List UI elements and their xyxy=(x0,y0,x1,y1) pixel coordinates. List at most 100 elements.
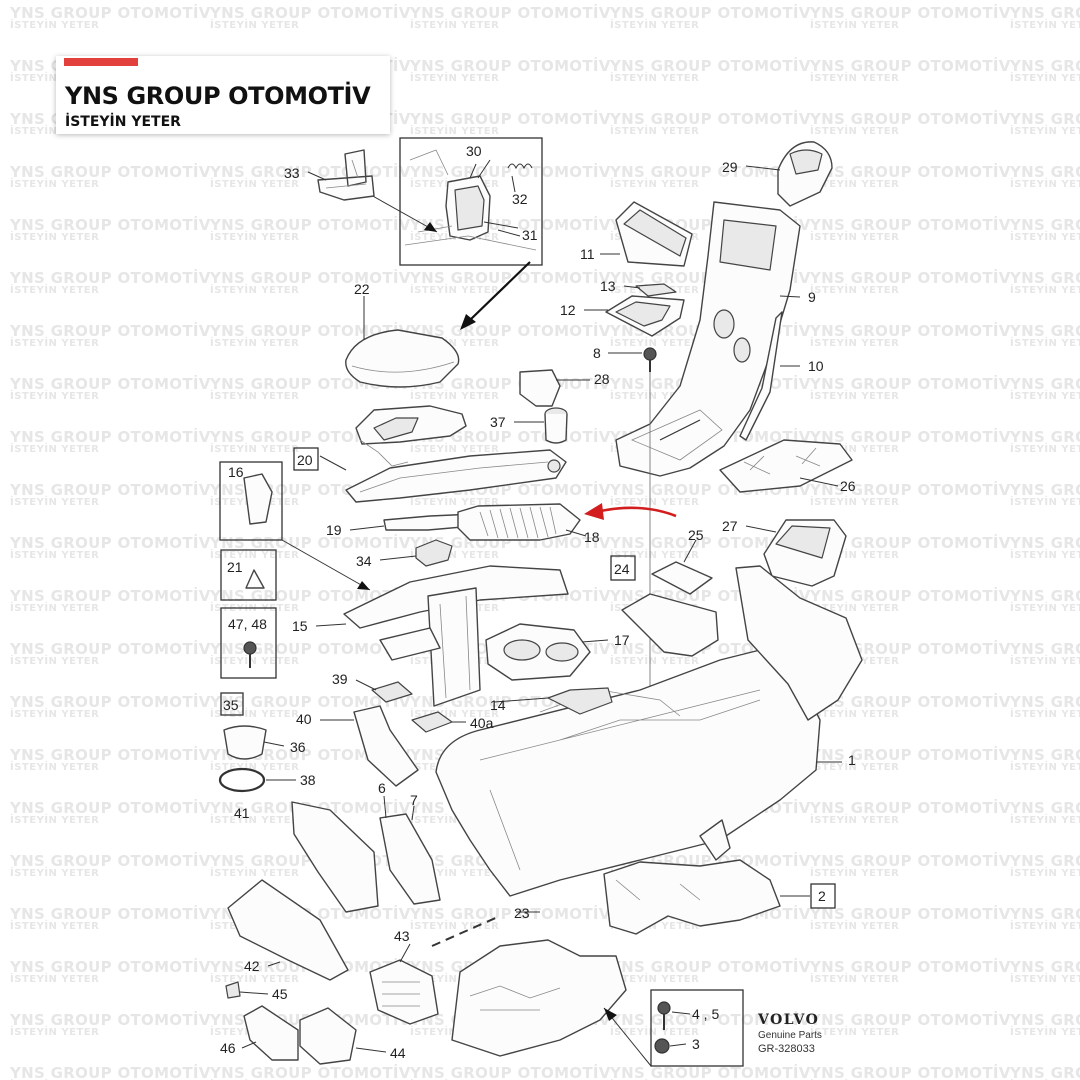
box-35 xyxy=(220,692,244,716)
inset-47-48 xyxy=(220,607,277,679)
callout-44: 44 xyxy=(390,1045,406,1061)
knob-37 xyxy=(544,407,568,444)
callout-21: 21 xyxy=(227,559,243,575)
floor-bracket-2 xyxy=(603,819,781,935)
callout-6: 6 xyxy=(378,780,386,796)
brand-title: YNS GROUP OTOMOTİV xyxy=(65,82,371,110)
panel-44 xyxy=(299,1007,357,1065)
red-arrow xyxy=(584,503,677,520)
callout-2: 2 xyxy=(818,888,826,904)
callout-31: 31 xyxy=(522,227,538,243)
part-13 xyxy=(635,283,677,297)
clip-45 xyxy=(225,981,241,999)
mat-26 xyxy=(719,439,853,493)
cupholder-17 xyxy=(485,623,591,681)
trim-panel-20 xyxy=(345,449,567,503)
strip-10 xyxy=(739,311,783,441)
pad-25 xyxy=(651,561,713,595)
callout-34: 34 xyxy=(356,553,372,569)
callout-32: 32 xyxy=(512,191,528,207)
callout-29: 29 xyxy=(722,159,738,175)
callout-16: 16 xyxy=(228,464,244,480)
box-2 xyxy=(810,883,836,909)
armrest-assembly xyxy=(355,405,467,467)
callout-35: 35 xyxy=(223,697,239,713)
callout-19: 19 xyxy=(326,522,342,538)
callout-47-48: 47, 48 xyxy=(228,616,267,632)
brand-subtitle: İSTEYİN YETER xyxy=(65,114,181,130)
inset-armrest-hinge xyxy=(399,137,543,266)
panel-6 xyxy=(291,801,379,913)
grille-18 xyxy=(457,503,581,541)
pad-39 xyxy=(371,681,413,703)
screw-8 xyxy=(643,347,657,718)
callout-7: 7 xyxy=(410,792,418,808)
brand-card: YNS GROUP OTOMOTİV İSTEYİN YETER xyxy=(56,56,390,134)
callout-12: 12 xyxy=(560,302,576,318)
callout-28: 28 xyxy=(594,371,610,387)
panel-42 xyxy=(227,879,349,981)
callout-40a: 40a xyxy=(470,715,494,731)
bracket-33 xyxy=(317,149,375,201)
armrest-lid-22 xyxy=(345,329,460,388)
hinge-context xyxy=(404,149,537,251)
callout-39: 39 xyxy=(332,671,348,687)
diagram-code: GR-328033 xyxy=(758,1043,815,1055)
callout-1: 1 xyxy=(848,752,856,768)
callout-43: 43 xyxy=(394,928,410,944)
brand-accent-bar xyxy=(64,58,138,66)
base-tray-23 xyxy=(451,939,627,1057)
leader-lines xyxy=(239,159,842,1053)
clip-28 xyxy=(519,369,561,407)
ring-38 xyxy=(218,767,266,793)
callout-23: 23 xyxy=(514,905,530,921)
clip-34 xyxy=(415,539,453,567)
hinge-bracket-face xyxy=(454,185,485,231)
volvo-logo: VOLVO xyxy=(758,1012,820,1028)
callout-18: 18 xyxy=(584,529,600,545)
callout-33: 33 xyxy=(284,165,300,181)
callout-9: 9 xyxy=(808,289,816,305)
callout-13: 13 xyxy=(600,278,616,294)
box-27 xyxy=(763,519,847,587)
front-panel-9 xyxy=(615,201,801,477)
panel-46 xyxy=(243,1005,299,1061)
callout-labels: 1 2 3 4 , 5 6 7 8 9 10 11 12 13 14 15 16… xyxy=(220,143,856,1061)
callout-37: 37 xyxy=(490,414,506,430)
box-20 xyxy=(293,447,319,471)
callout-38: 38 xyxy=(300,772,316,788)
callout-17: 17 xyxy=(614,632,630,648)
inset-16-frame xyxy=(219,461,283,541)
callout-15: 15 xyxy=(292,618,308,634)
callout-42: 42 xyxy=(244,958,260,974)
callout-11: 11 xyxy=(580,246,595,262)
callout-45: 45 xyxy=(272,986,288,1002)
callout-30: 30 xyxy=(466,143,482,159)
fasteners-3-4-5 xyxy=(650,989,744,1067)
callout-40: 40 xyxy=(296,711,312,727)
inset-frame xyxy=(399,137,543,266)
cup-36 xyxy=(223,725,267,760)
callout-10: 10 xyxy=(808,358,824,374)
callout-22: 22 xyxy=(354,281,370,297)
vent-43 xyxy=(369,959,439,1025)
inset-21 xyxy=(220,549,277,601)
panel-7 xyxy=(379,813,441,905)
callout-36: 36 xyxy=(290,739,306,755)
tray-24 xyxy=(621,593,719,657)
callout-27: 27 xyxy=(722,518,738,534)
callout-46: 46 xyxy=(220,1040,236,1056)
callout-24: 24 xyxy=(614,561,630,577)
panel-11 xyxy=(615,201,693,267)
box-24 xyxy=(610,555,636,581)
trim-14 xyxy=(547,687,613,715)
bracket-40 xyxy=(353,705,419,787)
callout-8: 8 xyxy=(593,345,601,361)
callout-14: 14 xyxy=(490,697,506,713)
callout-4-5: 4 , 5 xyxy=(692,1006,719,1022)
pad-40a xyxy=(411,711,453,733)
spring xyxy=(507,163,533,170)
callout-3: 3 xyxy=(692,1036,700,1052)
